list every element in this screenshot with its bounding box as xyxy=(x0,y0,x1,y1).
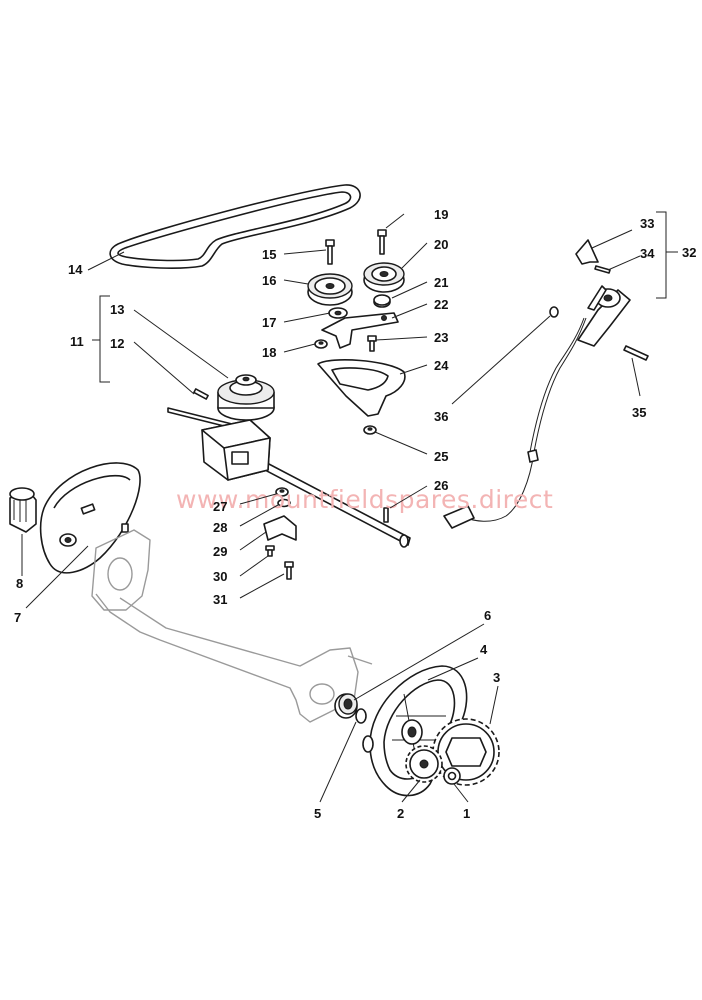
idler-pulley-16 xyxy=(307,273,353,306)
part-label-13: 13 xyxy=(110,302,124,317)
bolt-23 xyxy=(367,335,377,352)
part-label-1: 1 xyxy=(463,806,470,821)
spacer-21 xyxy=(373,294,391,308)
part-label-8: 8 xyxy=(16,576,23,591)
screw-35 xyxy=(623,345,649,361)
bolt-19 xyxy=(377,229,387,255)
part-label-5: 5 xyxy=(314,806,321,821)
nut-36 xyxy=(549,306,559,318)
clip-29 xyxy=(263,515,297,541)
wheel-hub-4 xyxy=(362,665,468,797)
bearing-6 xyxy=(334,693,358,719)
part-label-2: 2 xyxy=(397,806,404,821)
nut-18 xyxy=(314,339,328,349)
part-number-labels: 1 2 3 4 5 6 7 8 11 12 13 14 15 16 17 18 … xyxy=(14,207,696,821)
part-label-32: 32 xyxy=(682,245,696,260)
nut-27 xyxy=(275,487,289,497)
part-label-19: 19 xyxy=(434,207,448,222)
washer-1 xyxy=(443,767,461,785)
part-label-24: 24 xyxy=(434,358,449,373)
hub-8 xyxy=(9,487,37,533)
idler-pulley-20 xyxy=(363,262,405,293)
chassis-outline xyxy=(91,529,373,723)
part-label-18: 18 xyxy=(262,345,276,360)
part-label-12: 12 xyxy=(110,336,124,351)
part-label-34: 34 xyxy=(640,246,655,261)
bolt-15 xyxy=(325,239,335,265)
pinion-gear-2 xyxy=(405,745,443,783)
idler-bracket-22 xyxy=(321,312,399,349)
part-label-21: 21 xyxy=(434,275,448,290)
part-label-23: 23 xyxy=(434,330,448,345)
part-label-35: 35 xyxy=(632,405,646,420)
part-label-26: 26 xyxy=(434,478,448,493)
drive-cable-assembly-32 xyxy=(443,285,631,529)
part-label-28: 28 xyxy=(213,520,227,535)
part-label-14: 14 xyxy=(68,262,83,277)
part-label-27: 27 xyxy=(213,499,227,514)
cover-plate-24 xyxy=(317,359,406,417)
part-label-31: 31 xyxy=(213,592,227,607)
watermark: www.mountfieldspares.direct xyxy=(176,485,553,514)
part-label-36: 36 xyxy=(434,409,448,424)
part-label-11: 11 xyxy=(70,334,84,349)
screw-34 xyxy=(594,265,611,274)
part-label-17: 17 xyxy=(262,315,276,330)
drive-gear-3 xyxy=(432,718,500,786)
part-label-25: 25 xyxy=(434,449,448,464)
part-label-33: 33 xyxy=(640,216,654,231)
washer-17 xyxy=(328,307,348,319)
part-label-16: 16 xyxy=(262,273,276,288)
washer-28 xyxy=(277,498,291,508)
part-label-6: 6 xyxy=(484,608,491,623)
drive-belt xyxy=(109,184,361,269)
part-label-29: 29 xyxy=(213,544,227,559)
wheel-cover-7 xyxy=(39,462,141,574)
part-label-4: 4 xyxy=(480,642,488,657)
leader-lines xyxy=(21,213,641,803)
nut-25 xyxy=(363,425,377,435)
gearbox-assembly-11 xyxy=(167,374,411,548)
part-label-7: 7 xyxy=(14,610,21,625)
part-label-22: 22 xyxy=(434,297,448,312)
assembly-brackets xyxy=(92,211,678,383)
screw-30 xyxy=(265,545,275,557)
key-12 xyxy=(193,388,209,400)
circlip-5 xyxy=(355,708,367,724)
part-label-15: 15 xyxy=(262,247,276,262)
bolt-31 xyxy=(284,561,294,580)
knob-33 xyxy=(575,239,599,265)
part-label-30: 30 xyxy=(213,569,227,584)
part-label-3: 3 xyxy=(493,670,500,685)
part-label-20: 20 xyxy=(434,237,448,252)
pin-26 xyxy=(383,507,389,523)
